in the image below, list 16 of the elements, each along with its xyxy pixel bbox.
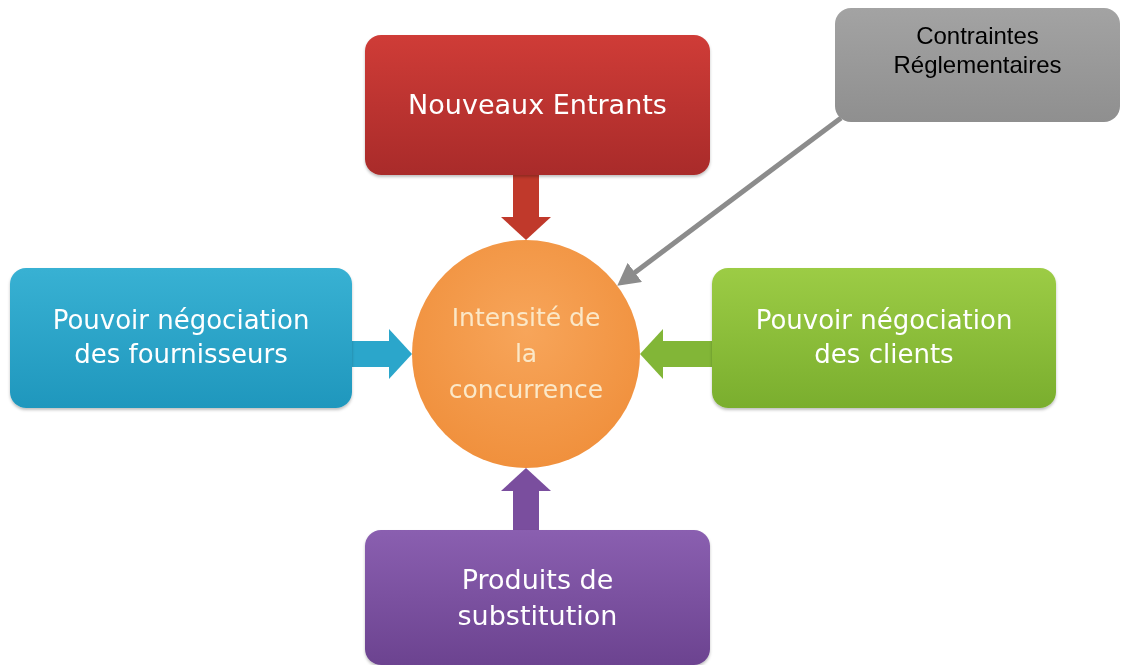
box-label: Pouvoir négociation des clients xyxy=(754,304,1014,371)
arrow xyxy=(640,329,712,379)
box-label: Produits de substitution xyxy=(456,563,619,633)
arrow xyxy=(352,329,412,379)
process-box xyxy=(365,35,710,175)
box-label: Intensité de la concurrence xyxy=(448,301,604,407)
process-box xyxy=(365,530,710,665)
arrow xyxy=(501,468,551,530)
box-label: Pouvoir négociation des fournisseurs xyxy=(51,304,311,371)
process-box xyxy=(712,268,1056,408)
process-box xyxy=(10,268,352,408)
box-label: Nouveaux Entrants xyxy=(408,88,667,123)
box-label: Contraintes Réglementaires xyxy=(892,22,1063,80)
note-box xyxy=(835,8,1120,122)
arrow xyxy=(617,116,843,286)
arrow xyxy=(501,175,551,240)
